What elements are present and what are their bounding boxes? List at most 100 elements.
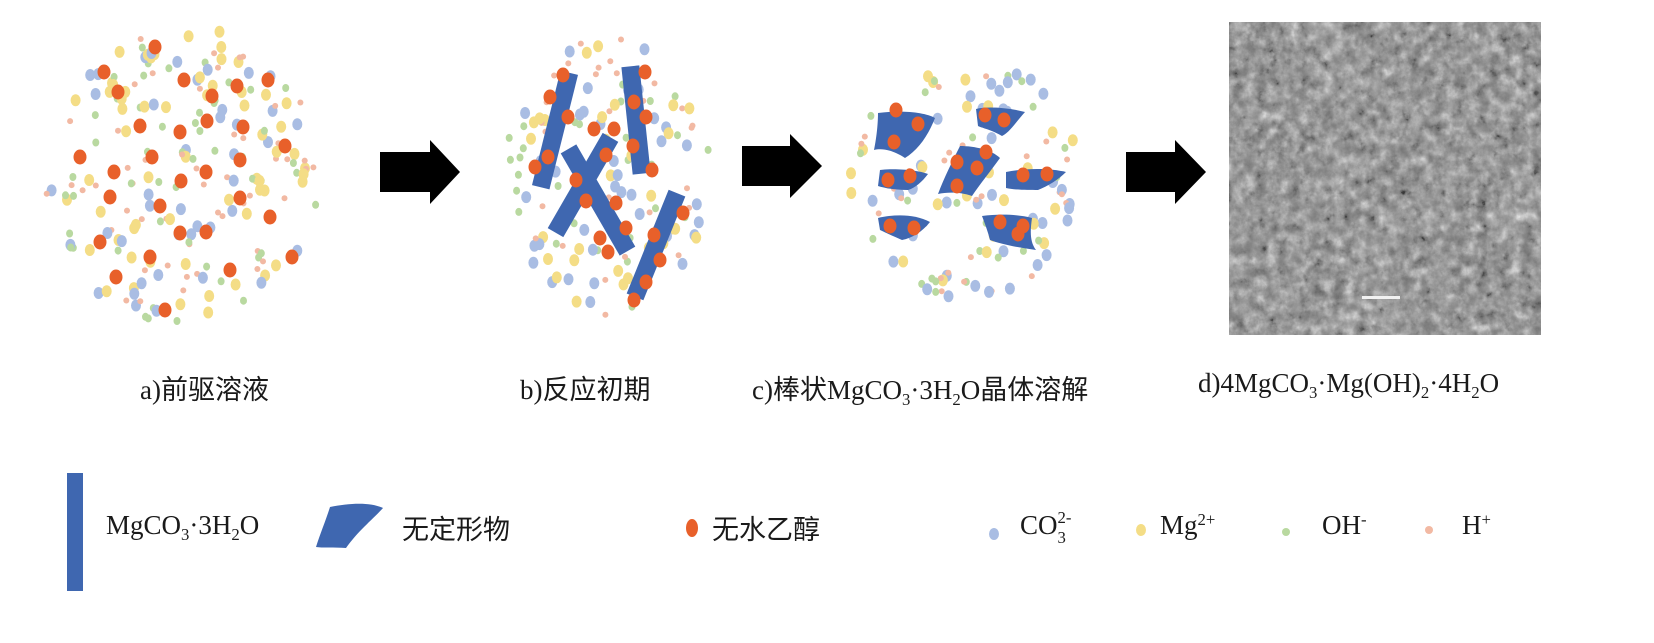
ion-dot (1043, 138, 1050, 145)
ethanol-dot (593, 230, 607, 246)
ion-dot (595, 64, 602, 71)
ethanol-dot (903, 168, 917, 184)
ion-dot (231, 131, 238, 138)
ion-dot (114, 246, 122, 255)
ion-dot (945, 269, 952, 276)
ion-dot (602, 311, 609, 318)
ion-dot (66, 229, 74, 238)
ion-dot (514, 170, 522, 179)
ethanol-dot (907, 220, 921, 236)
ion-dot (121, 125, 132, 138)
ethanol-dot (993, 214, 1007, 230)
ion-dot (129, 287, 140, 300)
ion-dot (565, 60, 572, 67)
ion-dot (261, 88, 271, 101)
ion-dot (84, 174, 95, 186)
ion-dot (143, 171, 154, 184)
ion-dot (622, 133, 630, 142)
ethanol-dot (587, 121, 601, 137)
ion-dot (623, 272, 633, 285)
ion-dot (216, 41, 227, 53)
ion-dot (674, 131, 681, 140)
ion-dot (681, 139, 692, 152)
ion-dot (126, 251, 137, 264)
ethanol-dot (153, 198, 167, 214)
ion-dot (293, 168, 301, 177)
ion-dot (1032, 259, 1043, 271)
ethanol-dot (1016, 167, 1030, 183)
ion-dot (521, 191, 532, 204)
ion-dot (506, 155, 514, 164)
ethanol-dot (979, 144, 993, 160)
ion-dot (607, 58, 614, 65)
ethanol-dot (285, 249, 299, 265)
ion-dot (246, 192, 253, 199)
ethanol-dot (627, 292, 641, 308)
ion-dot (139, 100, 150, 113)
ion-dot (970, 279, 981, 292)
ion-dot (289, 147, 300, 160)
ion-dot (271, 259, 281, 272)
scale-bar (1362, 296, 1400, 299)
ion-dot (626, 188, 637, 201)
ethanol-dot (911, 116, 925, 132)
ion-dot (668, 99, 679, 112)
ion-dot (1019, 246, 1027, 255)
ion-dot (941, 157, 948, 164)
ion-dot (196, 127, 204, 135)
ethanol-dot (881, 172, 895, 188)
ion-dot (559, 242, 566, 249)
ion-dot (984, 285, 994, 298)
ethanol-dot (950, 154, 964, 170)
ethanol-dot (653, 252, 667, 268)
ion-dot (987, 188, 997, 201)
ion-dot (216, 53, 227, 66)
ion-dot (70, 191, 77, 200)
ion-dot (513, 186, 521, 195)
ion-dot (310, 164, 317, 171)
ethanol-dot (200, 113, 214, 129)
ion-dot (241, 207, 252, 220)
legend-mg-symbol (1136, 524, 1146, 536)
ethanol-dot (173, 124, 187, 140)
ion-dot (986, 132, 997, 145)
ion-dot (961, 278, 968, 285)
ion-dot (986, 77, 997, 90)
ion-dot (203, 262, 211, 271)
ion-dot (230, 278, 241, 291)
ion-dot (585, 296, 596, 308)
ethanol-dot (543, 89, 557, 105)
ethanol-dot (233, 190, 247, 206)
ion-dot (1037, 217, 1048, 229)
ion-dot (634, 208, 645, 220)
ion-dot (998, 245, 1009, 258)
ion-dot (102, 227, 113, 239)
ion-dot (256, 276, 267, 289)
ion-dot (532, 235, 539, 242)
ethanol-dot (199, 224, 213, 240)
ion-dot (691, 231, 702, 244)
ethanol-dot (1016, 218, 1030, 234)
ion-dot (1061, 143, 1069, 152)
ion-dot (93, 287, 104, 299)
ion-dot (921, 88, 929, 97)
legend-rod-label: MgCO3·3H2O (106, 510, 260, 544)
ion-dot (875, 210, 882, 217)
ion-dot (932, 277, 940, 286)
ion-dot (1004, 282, 1015, 295)
ion-dot (994, 253, 1002, 262)
ion-dot (937, 275, 944, 282)
ion-dot (904, 196, 912, 205)
ion-dot (923, 70, 933, 83)
ion-dot (526, 132, 536, 145)
ion-dot (577, 40, 584, 47)
ethanol-dot (883, 218, 897, 234)
ion-dot (857, 149, 864, 158)
ion-dot (215, 111, 226, 124)
ethanol-dot (541, 149, 555, 165)
ion-dot (922, 283, 933, 296)
ion-dot (260, 126, 268, 135)
ion-dot (962, 100, 972, 113)
ion-dot (136, 277, 147, 290)
ethanol-dot (205, 88, 219, 104)
